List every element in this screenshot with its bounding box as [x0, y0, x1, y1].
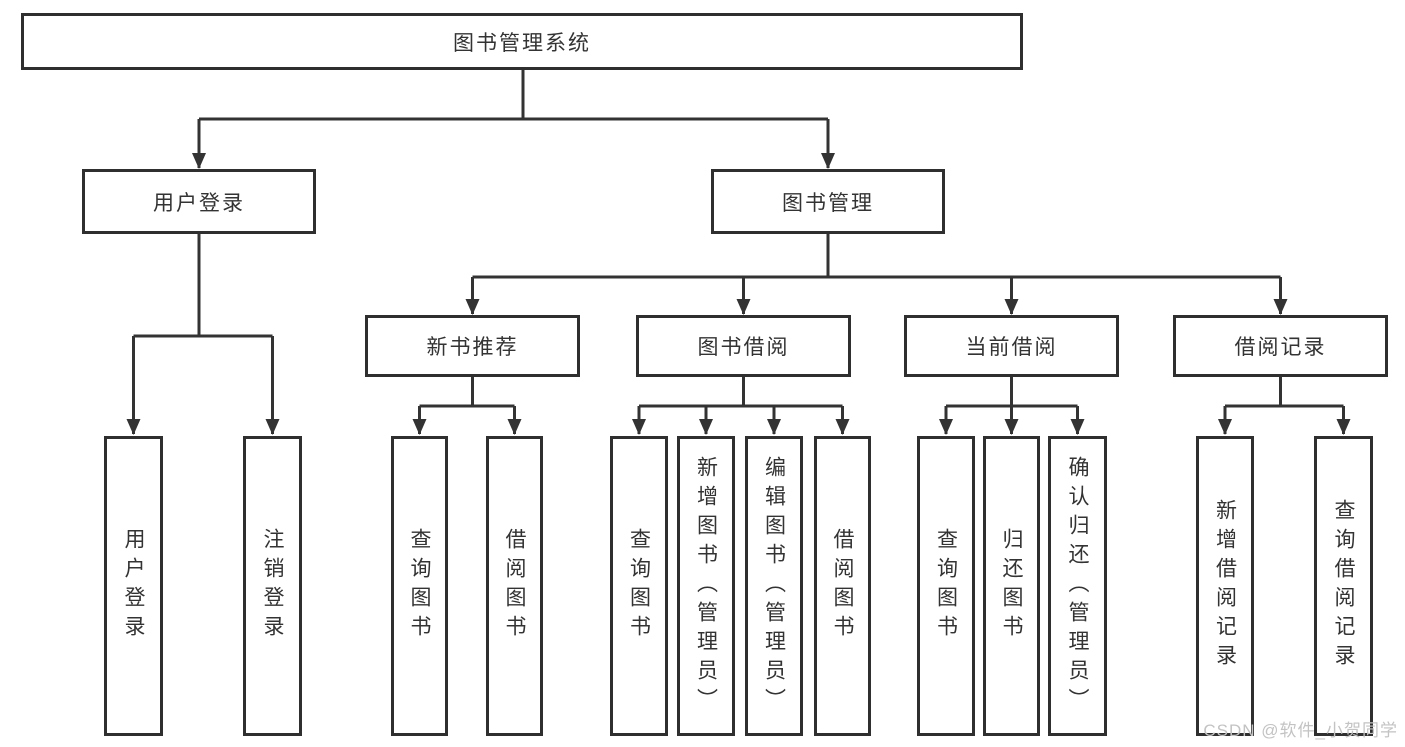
leaf-query-books-1: 查询图书 — [391, 436, 448, 736]
leaf-borrow-books-1: 借阅图书 — [486, 436, 543, 736]
node-label: 借阅图书 — [831, 528, 854, 644]
leaf-query-books-2: 查询图书 — [610, 436, 668, 736]
leaf-query-books-3: 查询图书 — [917, 436, 975, 736]
leaf-query-borrow-record: 查询借阅记录 — [1314, 436, 1373, 736]
leaf-add-books-admin: 新增图书（管理员） — [677, 436, 735, 736]
node-label: 查询图书 — [627, 528, 651, 644]
leaf-logout: 注销登录 — [243, 436, 302, 736]
node-label: 查询图书 — [934, 528, 958, 644]
leaf-confirm-return-admin: 确认归还（管理员） — [1048, 436, 1107, 736]
csdn-watermark: CSDN @软件_小贺同学 — [1203, 721, 1398, 740]
node-label: 新增图书（管理员） — [694, 455, 718, 717]
node-label: 确认归还（管理员） — [1066, 455, 1089, 717]
node-label: 借阅图书 — [503, 528, 526, 644]
node-borrow-records: 借阅记录 — [1173, 315, 1388, 377]
node-new-book-recommend: 新书推荐 — [365, 315, 580, 377]
node-label: 用户登录 — [153, 191, 245, 215]
node-label: 查询图书 — [408, 528, 431, 644]
leaf-return-books: 归还图书 — [983, 436, 1040, 736]
node-label: 当前借阅 — [965, 336, 1058, 359]
node-label: 图书管理 — [782, 191, 874, 215]
leaf-edit-books-admin: 编辑图书（管理员） — [745, 436, 803, 736]
node-label: 新增借阅记录 — [1213, 499, 1237, 673]
leaf-borrow-books-2: 借阅图书 — [814, 436, 871, 736]
node-label: 查询借阅记录 — [1332, 499, 1355, 673]
node-book-borrow: 图书借阅 — [636, 315, 851, 377]
node-library-system: 图书管理系统 — [21, 13, 1023, 70]
node-book-management: 图书管理 — [711, 169, 945, 234]
node-label: 借阅记录 — [1234, 336, 1327, 359]
node-label: 编辑图书（管理员） — [762, 455, 786, 717]
node-label: 新书推荐 — [426, 336, 519, 359]
node-label: 注销登录 — [261, 528, 284, 644]
node-label: 归还图书 — [1000, 528, 1023, 644]
node-user-login: 用户登录 — [82, 169, 316, 234]
node-label: 用户登录 — [122, 528, 145, 644]
node-label: 图书借阅 — [697, 336, 790, 359]
node-current-borrow: 当前借阅 — [904, 315, 1119, 377]
leaf-add-borrow-record: 新增借阅记录 — [1196, 436, 1254, 736]
node-label: 图书管理系统 — [453, 31, 591, 55]
leaf-user-login: 用户登录 — [104, 436, 163, 736]
